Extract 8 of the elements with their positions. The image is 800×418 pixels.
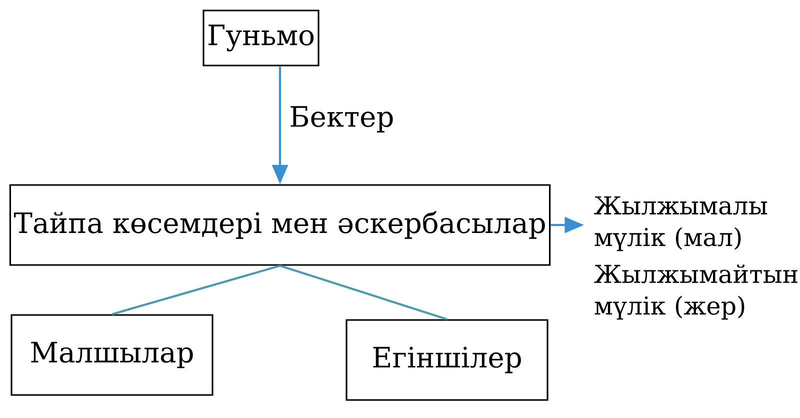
edge-label: Бектер	[287, 104, 396, 134]
process-box: Малшылар	[10, 314, 214, 396]
process-box: Тайпа көсемдері мен әскербасылар	[9, 184, 551, 266]
process-box: Егіншілер	[346, 319, 548, 401]
connector-line	[280, 264, 448, 320]
process-box: Гуньмо	[202, 10, 320, 66]
note-text: Жылжымалы мүлік (мал) Жылжымайтын мүлік (жер)	[594, 196, 798, 320]
connector-line	[112, 264, 280, 316]
